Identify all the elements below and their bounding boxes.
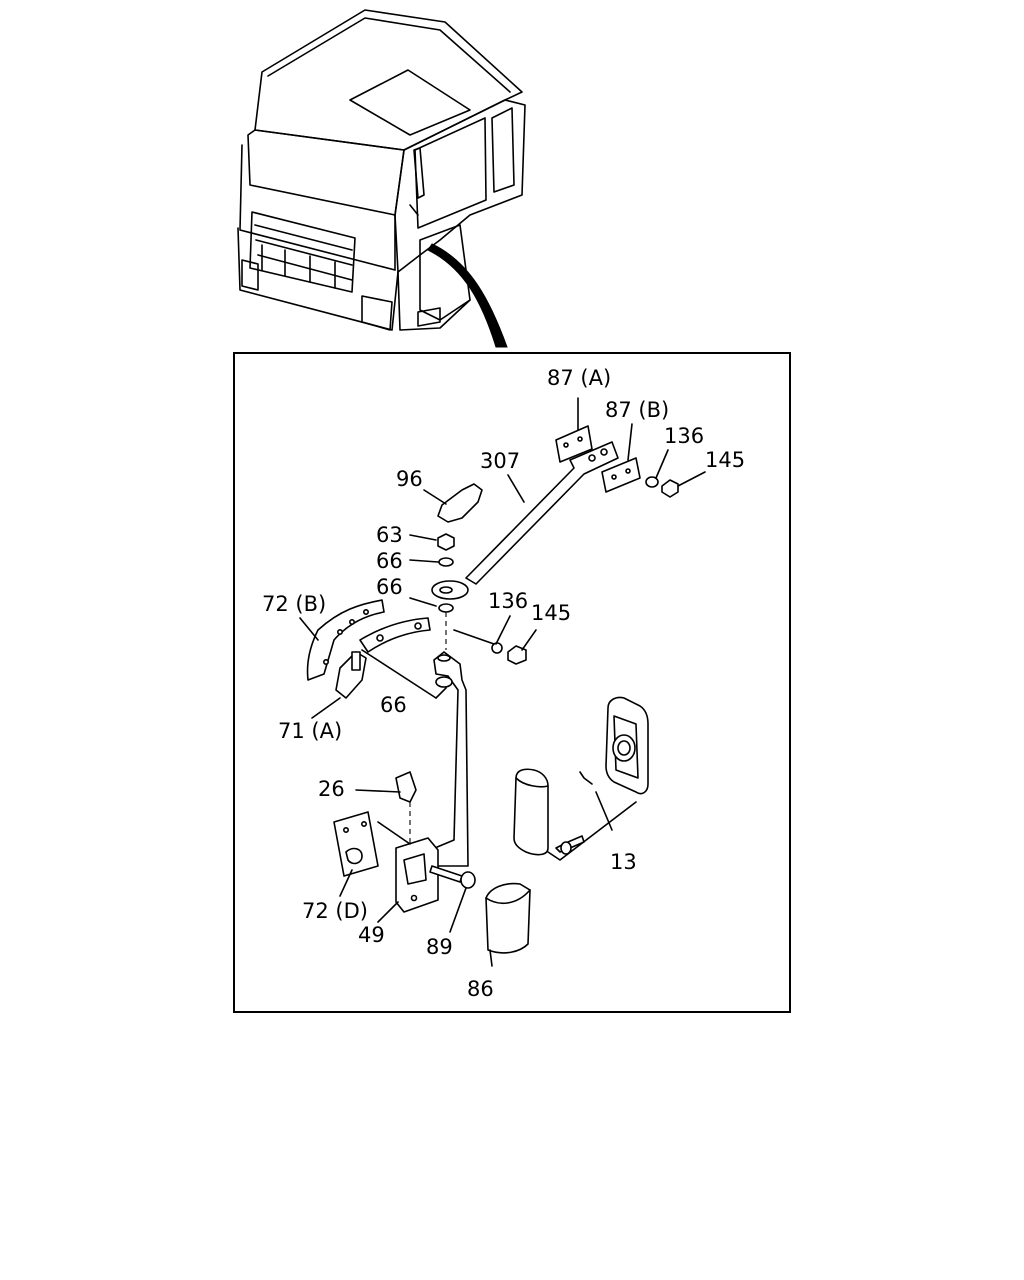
label-66-lower: 66 — [380, 693, 407, 717]
label-26: 26 — [318, 777, 345, 801]
part-labels: 87 (A) 87 (B) 136 145 307 96 63 66 66 72… — [262, 366, 745, 1001]
label-71a: 71 (A) — [278, 719, 342, 743]
label-72b: 72 (B) — [262, 592, 326, 616]
label-307: 307 — [480, 449, 520, 473]
label-136-top: 136 — [664, 424, 704, 448]
leader-lines — [299, 397, 706, 967]
label-49: 49 — [358, 923, 385, 947]
label-87a: 87 (A) — [547, 366, 611, 390]
label-66-upper: 66 — [376, 549, 403, 573]
label-72d: 72 (D) — [302, 899, 368, 923]
label-86: 86 — [467, 977, 494, 1001]
label-13: 13 — [610, 850, 637, 874]
label-89: 89 — [426, 935, 453, 959]
label-66-middle: 66 — [376, 575, 403, 599]
label-145-top: 145 — [705, 448, 745, 472]
truck-cab-illustration — [237, 9, 526, 348]
detail-frame — [233, 352, 791, 1013]
label-87b: 87 (B) — [605, 398, 669, 422]
parts-drawing — [306, 425, 679, 954]
label-136-middle: 136 — [488, 589, 528, 613]
label-63: 63 — [376, 523, 403, 547]
label-96: 96 — [396, 467, 423, 491]
label-145-middle: 145 — [531, 601, 571, 625]
